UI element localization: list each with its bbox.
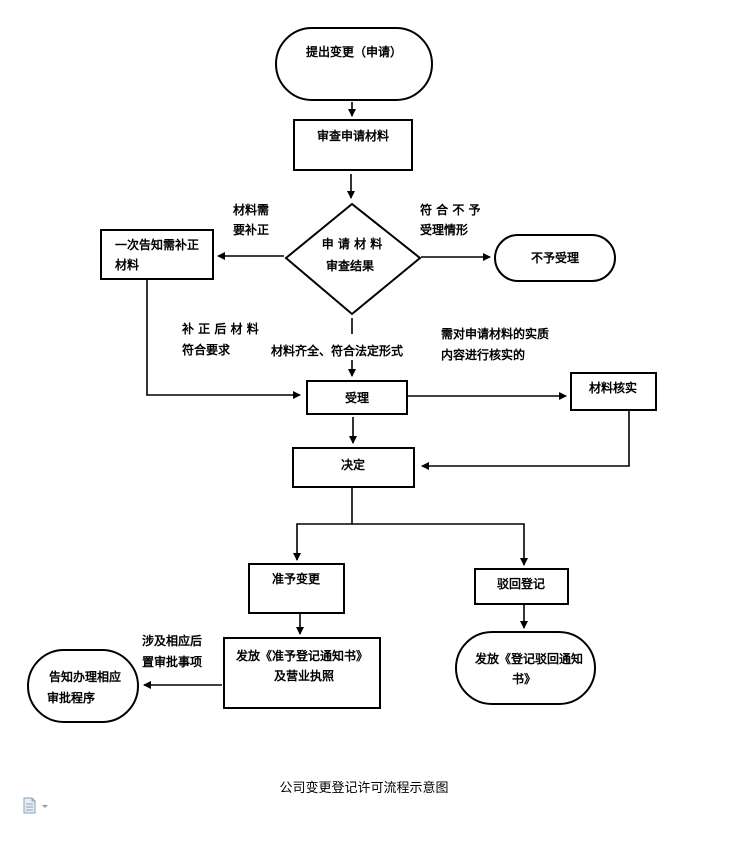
- node-start-label: 提出变更（申请）: [306, 44, 402, 59]
- edge-label-after-supplement-1: 补 正 后 材 料: [181, 321, 259, 336]
- node-approve-change-label: 准予变更: [272, 571, 321, 586]
- edge-label-complete: 材料齐全、符合法定形式: [270, 343, 403, 358]
- node-verify-materials: 材料核实: [570, 372, 657, 411]
- edge-label-related-approval-1: 涉及相应后: [142, 633, 202, 648]
- edge-label-needs-verification-1: 需对申请材料的实质: [441, 326, 549, 341]
- edge-label-related-approval-2: 置审批事项: [142, 654, 202, 669]
- node-accept-label: 受理: [345, 390, 369, 405]
- edge-label-not-acceptable-2: 受理情形: [420, 222, 468, 237]
- node-decide: 决定: [292, 447, 415, 488]
- edge-verify-to-decide: [421, 411, 630, 470]
- node-reject-label: 不予受理: [531, 250, 579, 265]
- node-review-materials: 审查申请材料: [293, 119, 413, 171]
- node-start: 提出变更（申请）: [275, 27, 433, 101]
- node-reject-registration-label: 驳回登记: [497, 576, 545, 591]
- document-icon[interactable]: [22, 796, 52, 816]
- node-issue-approval-label-1: 发放《准予登记通知书》: [235, 648, 368, 663]
- node-decision-review-label-2: 审查结果: [326, 258, 374, 273]
- node-notify-supplement-label-1: 一次告知需补正: [115, 237, 199, 252]
- node-reject-registration: 驳回登记: [474, 568, 569, 605]
- node-decide-label: 决定: [341, 457, 365, 472]
- edge-label-after-supplement-2: 符合要求: [182, 342, 231, 357]
- node-issue-rejection-label-2: 书》: [512, 671, 536, 686]
- chevron-down-icon: [42, 805, 48, 808]
- node-notify-supplement-label-2: 材料: [114, 257, 139, 272]
- edge-labels: 材料需 要补正 符 合 不 予 受理情形 补 正 后 材 料 符合要求 材料齐全…: [142, 202, 549, 669]
- edge-label-needs-supplement-2: 要补正: [233, 222, 269, 237]
- edges: [143, 102, 630, 689]
- node-notify-procedure-label-1: 告知办理相应: [49, 669, 121, 684]
- node-review-materials-label: 审查申请材料: [317, 128, 389, 143]
- node-issue-approval: 发放《准予登记通知书》 及营业执照: [223, 637, 381, 709]
- node-accept: 受理: [306, 380, 408, 415]
- edge-label-needs-verification-2: 内容进行核实的: [441, 347, 525, 362]
- edge-decide-to-reject-registration: [352, 523, 528, 566]
- node-notify-procedure-label-2: 审批程序: [47, 690, 95, 705]
- edge-label-needs-supplement-1: 材料需: [232, 202, 269, 217]
- node-decision-review: 申 请 材 料 审查结果: [284, 202, 422, 316]
- node-approve-change: 准予变更: [248, 563, 345, 614]
- edge-decide-branch: [293, 488, 353, 561]
- node-issue-rejection: 发放《登记驳回通知 书》: [455, 631, 596, 705]
- node-issue-rejection-label-1: 发放《登记驳回通知: [474, 651, 583, 666]
- node-notify-supplement: 一次告知需补正 材料: [100, 229, 214, 280]
- node-decision-review-label-1: 申 请 材 料: [322, 236, 383, 251]
- node-reject: 不予受理: [494, 234, 616, 282]
- diagram-caption: 公司变更登记许可流程示意图: [279, 780, 448, 796]
- node-notify-procedure: 告知办理相应 审批程序: [27, 649, 139, 723]
- edge-supplement-to-accept: [146, 280, 301, 399]
- edge-label-not-acceptable-1: 符 合 不 予: [420, 202, 481, 217]
- node-verify-materials-label: 材料核实: [588, 380, 637, 395]
- node-issue-approval-label-2: 及营业执照: [274, 668, 334, 683]
